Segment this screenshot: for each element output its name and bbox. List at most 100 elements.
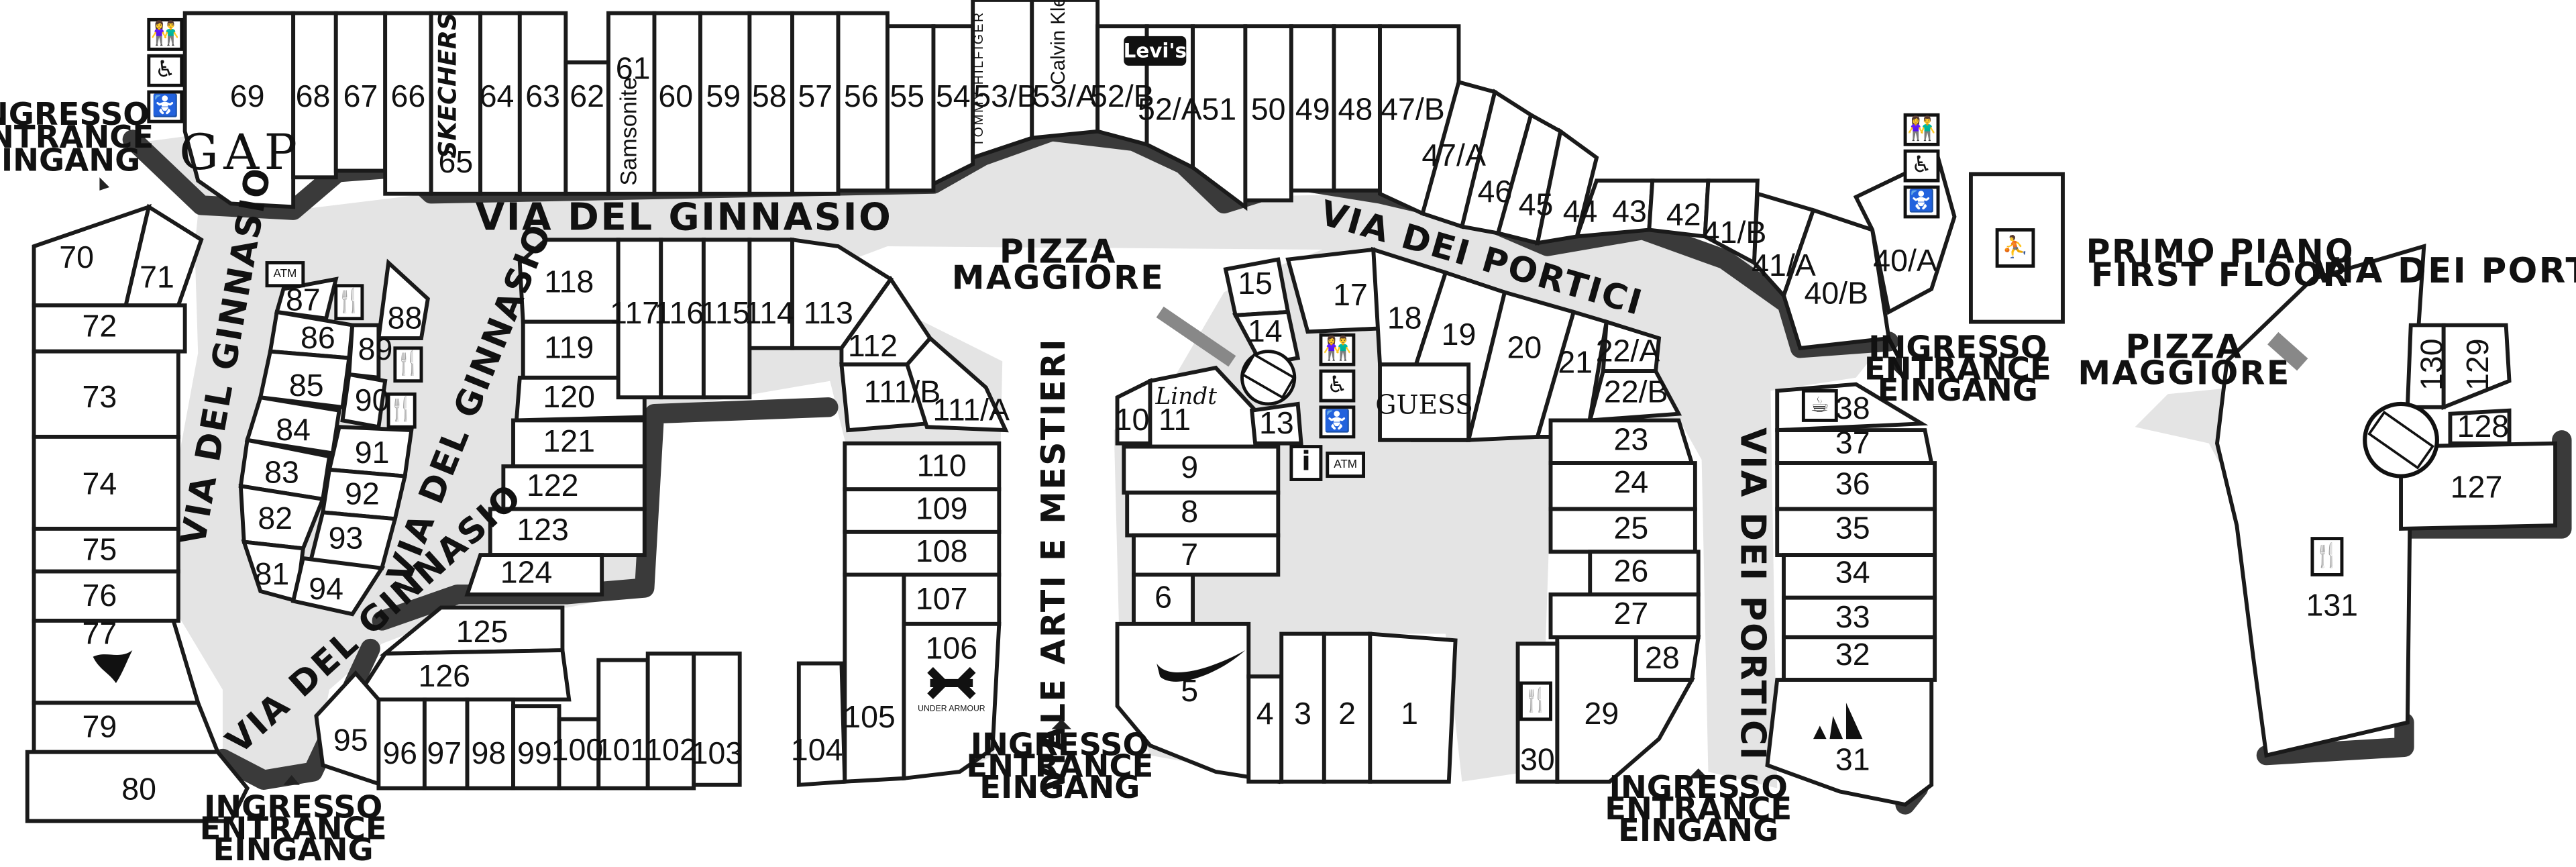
restaurant-icon[interactable]: 🍴 — [393, 346, 423, 383]
unit-36[interactable] — [1775, 461, 1937, 511]
unit-103[interactable] — [692, 651, 742, 787]
toilets-icon[interactable]: 👫 — [1319, 333, 1356, 366]
unit-124[interactable] — [464, 553, 604, 597]
unit-74[interactable] — [32, 434, 180, 531]
unit-75[interactable] — [32, 526, 180, 574]
unit-1[interactable] — [1368, 631, 1458, 784]
unit-106[interactable] — [902, 621, 1002, 781]
unit-95[interactable] — [314, 670, 384, 788]
baby-change-icon[interactable]: 🚼 — [147, 90, 184, 123]
restaurant-icon[interactable]: 🍴 — [2310, 537, 2344, 576]
playground-icon[interactable]: ⛹ — [1995, 228, 2035, 268]
label-91: 91 — [355, 435, 390, 470]
unit-67[interactable] — [333, 11, 388, 173]
toilets-icon[interactable]: 👫 — [147, 17, 184, 51]
unit-56[interactable] — [836, 11, 890, 193]
unit-127[interactable] — [2399, 441, 2557, 531]
unit-8[interactable] — [1125, 491, 1281, 538]
entrance-south-central[interactable]: INGRESSO ENTRANCE EINGANG — [966, 719, 1153, 805]
info-icon[interactable]: i — [1289, 445, 1323, 481]
unit-129[interactable] — [2441, 323, 2512, 411]
unit-97[interactable] — [422, 697, 470, 790]
unit-79[interactable] — [32, 701, 221, 754]
entrance-northwest[interactable]: INGRESSO ENTRANCE EINGANG — [0, 96, 154, 191]
unit-68[interactable] — [291, 11, 338, 180]
svg-text:🚼: 🚼 — [1324, 408, 1351, 434]
unit-122[interactable] — [501, 464, 647, 511]
unit-117[interactable] — [616, 238, 663, 400]
svg-text:⛹: ⛹ — [2002, 234, 2029, 259]
unit-34[interactable] — [1782, 553, 1937, 600]
unit-13[interactable] — [1249, 401, 1303, 446]
label-24: 24 — [1614, 464, 1649, 499]
unit-54[interactable] — [931, 24, 975, 187]
unit-119[interactable] — [521, 319, 621, 380]
unit-31[interactable] — [1765, 678, 1934, 807]
unit-35[interactable] — [1775, 507, 1937, 558]
unit-73[interactable] — [32, 349, 180, 439]
unit-40b[interactable] — [1781, 207, 1891, 350]
unit-114[interactable] — [747, 238, 794, 350]
entrance-southwest[interactable]: INGRESSO ENTRANCE EINGANG — [200, 774, 387, 867]
unit-25[interactable] — [1548, 507, 1697, 554]
escalator-icon[interactable] — [1156, 306, 1297, 406]
unit-116[interactable] — [659, 238, 706, 400]
label-52b: 52/B — [1090, 79, 1155, 113]
unit-62[interactable] — [564, 60, 610, 196]
wheelchair-icon[interactable]: ♿ — [1903, 149, 1940, 183]
unit-60[interactable] — [652, 11, 702, 196]
unit-121[interactable] — [511, 418, 647, 468]
unit-51[interactable] — [1191, 24, 1248, 211]
toilets-icon[interactable]: 👫 — [1903, 113, 1940, 146]
unit-65[interactable] — [429, 11, 483, 196]
label-8: 8 — [1181, 494, 1198, 529]
escalator-icon[interactable] — [2267, 332, 2439, 478]
unit-101[interactable] — [596, 658, 650, 790]
unit-109[interactable] — [843, 487, 1002, 534]
atm-icon[interactable]: ATM — [1326, 451, 1366, 478]
entrance-south-east[interactable]: INGRESSO ENTRANCE EINGANG — [1605, 768, 1792, 848]
unit-55[interactable] — [885, 24, 936, 193]
unit-22b[interactable] — [1587, 369, 1682, 423]
street-portici-first-floor: VIA DEI PORTICI — [2313, 251, 2576, 291]
unit-29[interactable] — [1555, 635, 1695, 784]
unit-88[interactable] — [376, 258, 430, 341]
unit-14[interactable] — [1232, 309, 1301, 367]
guess-store[interactable] — [1378, 362, 1471, 442]
restaurant-icon[interactable]: 🍴 — [386, 392, 417, 429]
unit-76[interactable] — [32, 569, 180, 623]
unit-64[interactable] — [478, 11, 522, 196]
unit-58[interactable] — [747, 11, 794, 196]
wheelchair-icon[interactable]: ♿ — [147, 54, 184, 87]
street-portici-east: VIA DEI PORTICI — [1732, 427, 1772, 762]
unit-111a[interactable] — [905, 335, 1009, 433]
unit-33[interactable] — [1782, 595, 1937, 640]
unit-49[interactable] — [1289, 24, 1336, 193]
unit-80[interactable] — [25, 750, 250, 823]
svg-text:🍴: 🍴 — [335, 287, 364, 315]
atm-icon[interactable]: ATM — [265, 261, 305, 288]
unit-115[interactable] — [701, 238, 752, 400]
unit-94[interactable] — [290, 556, 386, 617]
unit-50[interactable] — [1243, 24, 1293, 203]
unit-59[interactable] — [698, 11, 752, 196]
baby-change-icon[interactable]: 🚼 — [1319, 405, 1356, 439]
baby-change-icon[interactable]: 🚼 — [1903, 185, 1940, 219]
entrance-east[interactable]: INGRESSO ENTRANCE EINGANG — [1864, 329, 2051, 408]
unit-102[interactable] — [645, 651, 696, 790]
label-102: 102 — [645, 732, 697, 767]
unit-24[interactable] — [1548, 461, 1697, 511]
unit-9[interactable] — [1122, 444, 1281, 495]
restaurant-icon[interactable]: 🍴 — [334, 284, 364, 321]
cafe-icon[interactable]: ☕ — [1801, 389, 1838, 422]
unit-100[interactable] — [557, 717, 601, 790]
label-46: 46 — [1477, 174, 1512, 209]
unit-27[interactable] — [1548, 592, 1701, 640]
unit-131[interactable] — [2215, 244, 2426, 758]
wheelchair-icon[interactable]: ♿ — [1319, 369, 1356, 403]
restaurant-icon[interactable]: 🍴 — [1519, 681, 1552, 721]
label-67: 67 — [343, 79, 378, 113]
unit-120[interactable] — [514, 375, 647, 423]
unit-105[interactable] — [843, 572, 906, 784]
unit-7[interactable] — [1132, 533, 1281, 577]
